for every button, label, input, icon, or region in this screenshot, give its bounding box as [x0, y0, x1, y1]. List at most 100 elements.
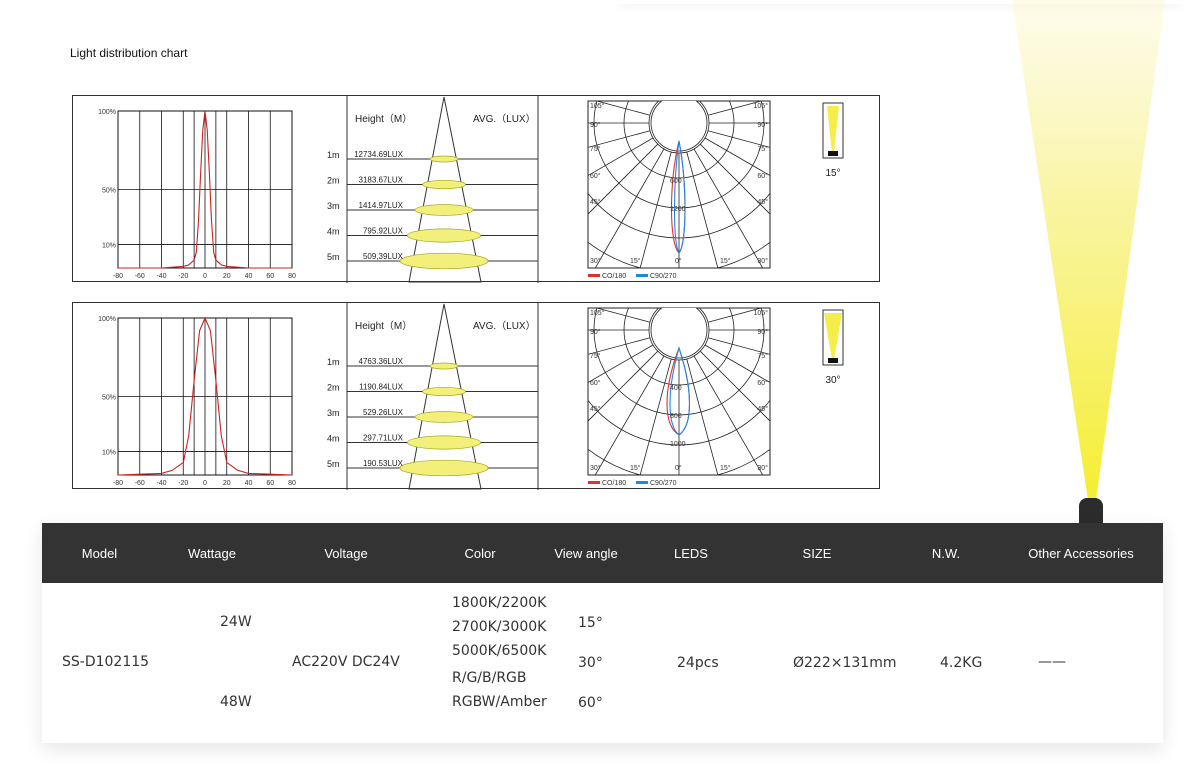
polar-spoke: [588, 350, 659, 422]
polar-angle-label-right: 30°: [757, 464, 768, 472]
wattage-value-2: 48W: [220, 694, 252, 710]
view-angle-value-3: 60°: [578, 695, 603, 711]
legend-label-co180: CO/180: [602, 273, 626, 280]
polar-spoke: [595, 101, 651, 116]
view-angle-value-1: 15°: [578, 615, 603, 631]
lux-illum-ellipse: [422, 386, 466, 397]
polar-angle-label-right: 75°: [757, 145, 768, 153]
header-model: Model: [81, 545, 118, 561]
polar-spoke: [639, 358, 672, 475]
header-voltage: Voltage: [324, 545, 368, 561]
polar-angle-label-left: 90°: [590, 328, 601, 336]
polar-spoke: [699, 350, 770, 422]
lux-illum-ellipse: [407, 228, 481, 243]
beam-icon-fixture: [828, 358, 838, 363]
polar-spoke: [693, 148, 764, 268]
lux-row-value: 3183.67LUX: [359, 176, 404, 185]
leds-value: 24pcs: [677, 655, 719, 671]
curve-xtick-label: -40: [156, 480, 166, 487]
polar-spoke: [588, 130, 651, 148]
spotlight-fixture-icon: [1079, 498, 1103, 530]
lux-row-height: 3m: [327, 408, 340, 418]
wattage-value-1: 24W: [220, 614, 252, 630]
curve-xtick-label: 80: [288, 480, 296, 487]
curve-xtick-label: -80: [113, 273, 123, 280]
polar-angle-label-15-left: 15°: [630, 464, 641, 472]
lux-row-value: 529.26LUX: [363, 408, 404, 417]
polar-angle-label-right: 75°: [757, 352, 768, 360]
color-value-5: RGBW/Amber: [452, 694, 547, 710]
light-cone-outline: [408, 96, 482, 283]
curve-xtick-label: -60: [135, 480, 145, 487]
curve-ytick-label: 100%: [98, 316, 116, 323]
header-view-angle: View angle: [554, 545, 618, 561]
polar-spoke: [588, 137, 654, 177]
polar-angle-label-left: 45°: [590, 405, 601, 413]
lux-illum-ellipse: [429, 155, 459, 163]
lux-illum-ellipse: [407, 435, 481, 450]
polar-content: [588, 101, 770, 268]
header-color: Color: [464, 545, 496, 561]
legend-swatch-co180: [588, 274, 600, 277]
lux-row-value: 1190.84LUX: [359, 383, 404, 392]
polar-spoke: [704, 344, 770, 384]
legend-label-c90270: C90/270: [650, 480, 677, 487]
polar-angle-label-left: 30°: [590, 464, 601, 472]
polar-content: [588, 308, 770, 475]
beam-icon-cone: [824, 313, 842, 360]
beam-angle-label: 30°: [825, 375, 840, 386]
beam-angle-icon-30: 30°: [822, 309, 844, 386]
polar-angle-label-right: 105°: [754, 102, 769, 110]
polar-angle-label-left: 105°: [590, 309, 605, 317]
polar-angle-label-right: 90°: [757, 328, 768, 336]
lux-row-value: 297.71LUX: [363, 434, 404, 443]
curve-xtick-label: -20: [178, 273, 188, 280]
polar-spoke: [639, 151, 672, 268]
header-wattage: Wattage: [188, 545, 236, 561]
model-value: SS-D102115: [62, 654, 150, 670]
lux-row-height: 3m: [327, 201, 340, 211]
curve-xtick-label: 0: [203, 480, 207, 487]
curve-ytick-label: 50%: [102, 395, 116, 402]
beam-icon-fixture: [828, 151, 838, 156]
header-leds: LEDS: [674, 545, 708, 561]
polar-angle-label-15-left: 15°: [630, 257, 641, 265]
curve-xtick-label: -20: [178, 480, 188, 487]
lux-row-height: 4m: [327, 227, 340, 237]
lux-illum-ellipse: [414, 411, 474, 423]
lux-row-height: 4m: [327, 434, 340, 444]
polar-radial-label: 800: [670, 413, 682, 420]
polar-angle-label-left: 45°: [590, 198, 601, 206]
polar-spoke: [594, 148, 665, 268]
polar-angle-label-left: 60°: [590, 172, 601, 180]
color-value-1: 1800K/2200K: [452, 595, 547, 611]
polar-angle-label-right: 60°: [757, 172, 768, 180]
curve-xtick-label: 0: [203, 273, 207, 280]
curve-xtick-label: 40: [245, 273, 253, 280]
polar-angle-label-left: 30°: [590, 257, 601, 265]
polar-angle-label-right: 90°: [757, 121, 768, 129]
lux-illum-ellipse: [399, 252, 489, 270]
polar-spoke: [707, 130, 770, 148]
curve-series-line: [117, 316, 293, 476]
lux-row-height: 2m: [327, 383, 340, 393]
curve-ytick-label: 100%: [98, 109, 116, 116]
polar-spoke: [693, 355, 764, 475]
lux-row-value: 4763.36LUX: [359, 357, 404, 366]
lux-illum-ellipse: [429, 362, 459, 370]
legend-label-co180: CO/180: [602, 480, 626, 487]
spec-header-row: Model Wattage Voltage Color View angle L…: [42, 523, 1163, 583]
legend-swatch-c90270: [636, 481, 648, 484]
curve-xtick-label: 40: [245, 480, 253, 487]
polar-angle-label-right: 45°: [757, 198, 768, 206]
lux-row-height: 1m: [327, 357, 340, 367]
other-accessories-value: ——: [1038, 654, 1066, 670]
polar-spoke: [595, 308, 651, 323]
curve-xtick-label: 20: [223, 273, 231, 280]
